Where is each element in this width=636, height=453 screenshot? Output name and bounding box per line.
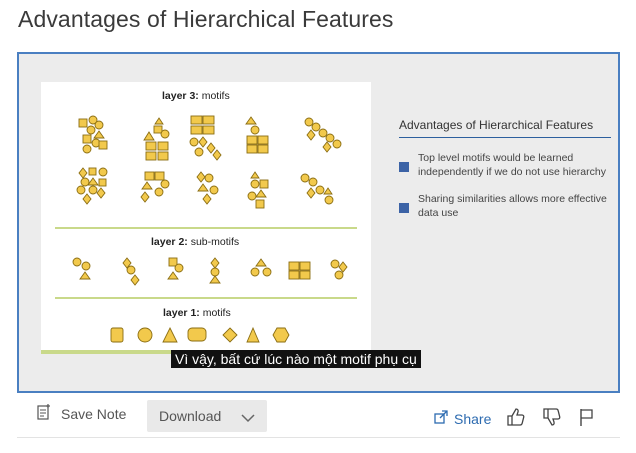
save-note-label: Save Note bbox=[61, 405, 127, 422]
motif-diamond bbox=[222, 327, 238, 343]
bullet-square-icon bbox=[399, 203, 409, 213]
share-icon bbox=[434, 410, 448, 427]
share-button[interactable]: Share bbox=[434, 410, 491, 427]
download-dropdown[interactable]: Download bbox=[147, 400, 267, 432]
motif-square bbox=[110, 327, 124, 343]
page-title: Advantages of Hierarchical Features bbox=[18, 6, 394, 32]
slide-panel-title: Advantages of Hierarchical Features bbox=[399, 118, 611, 138]
layer1-label: layer 1: motifs bbox=[163, 307, 231, 319]
hierarchy-diagram: .s { fill: #f2c94c; stroke: #8a6d12; str… bbox=[41, 115, 371, 354]
video-subtitle: Vì vậy, bất cứ lúc nào một motif phụ cụ bbox=[171, 350, 421, 368]
save-note-button[interactable]: Save Note bbox=[37, 404, 126, 423]
like-button[interactable] bbox=[506, 407, 526, 432]
motif-right-triangle bbox=[246, 326, 260, 343]
layer2-label: layer 2: sub-motifs bbox=[151, 236, 240, 248]
layer3-label: layer 3: motifs bbox=[162, 90, 230, 102]
slide-text-panel: Advantages of Hierarchical Features Top … bbox=[399, 118, 611, 220]
thumbs-down-icon bbox=[542, 408, 562, 431]
hierarchy-figure: .s { fill: #f2c94c; stroke: #8a6d12; str… bbox=[41, 82, 371, 354]
thumbs-up-icon bbox=[506, 408, 526, 431]
flag-icon bbox=[578, 409, 596, 431]
motif-triangle bbox=[162, 326, 178, 343]
layer3-motif-group bbox=[78, 115, 108, 154]
bullet-item: Top level motifs would be learned indepe… bbox=[399, 151, 611, 179]
motif-hexagon bbox=[272, 327, 290, 343]
note-icon bbox=[37, 404, 51, 423]
share-label: Share bbox=[454, 410, 492, 427]
motif-circle bbox=[137, 327, 153, 343]
download-label: Download bbox=[159, 408, 222, 424]
flag-button[interactable] bbox=[578, 407, 596, 432]
dislike-button[interactable] bbox=[542, 407, 562, 432]
chevron-down-icon bbox=[241, 410, 255, 426]
bullet-square-icon bbox=[399, 162, 409, 172]
bullet-item: Sharing similarities allows more effecti… bbox=[399, 192, 611, 220]
motif-rounded-rect bbox=[187, 327, 207, 342]
lecture-toolbar: Save Note Download Share bbox=[17, 398, 620, 438]
video-player[interactable]: .s { fill: #f2c94c; stroke: #8a6d12; str… bbox=[17, 52, 620, 393]
